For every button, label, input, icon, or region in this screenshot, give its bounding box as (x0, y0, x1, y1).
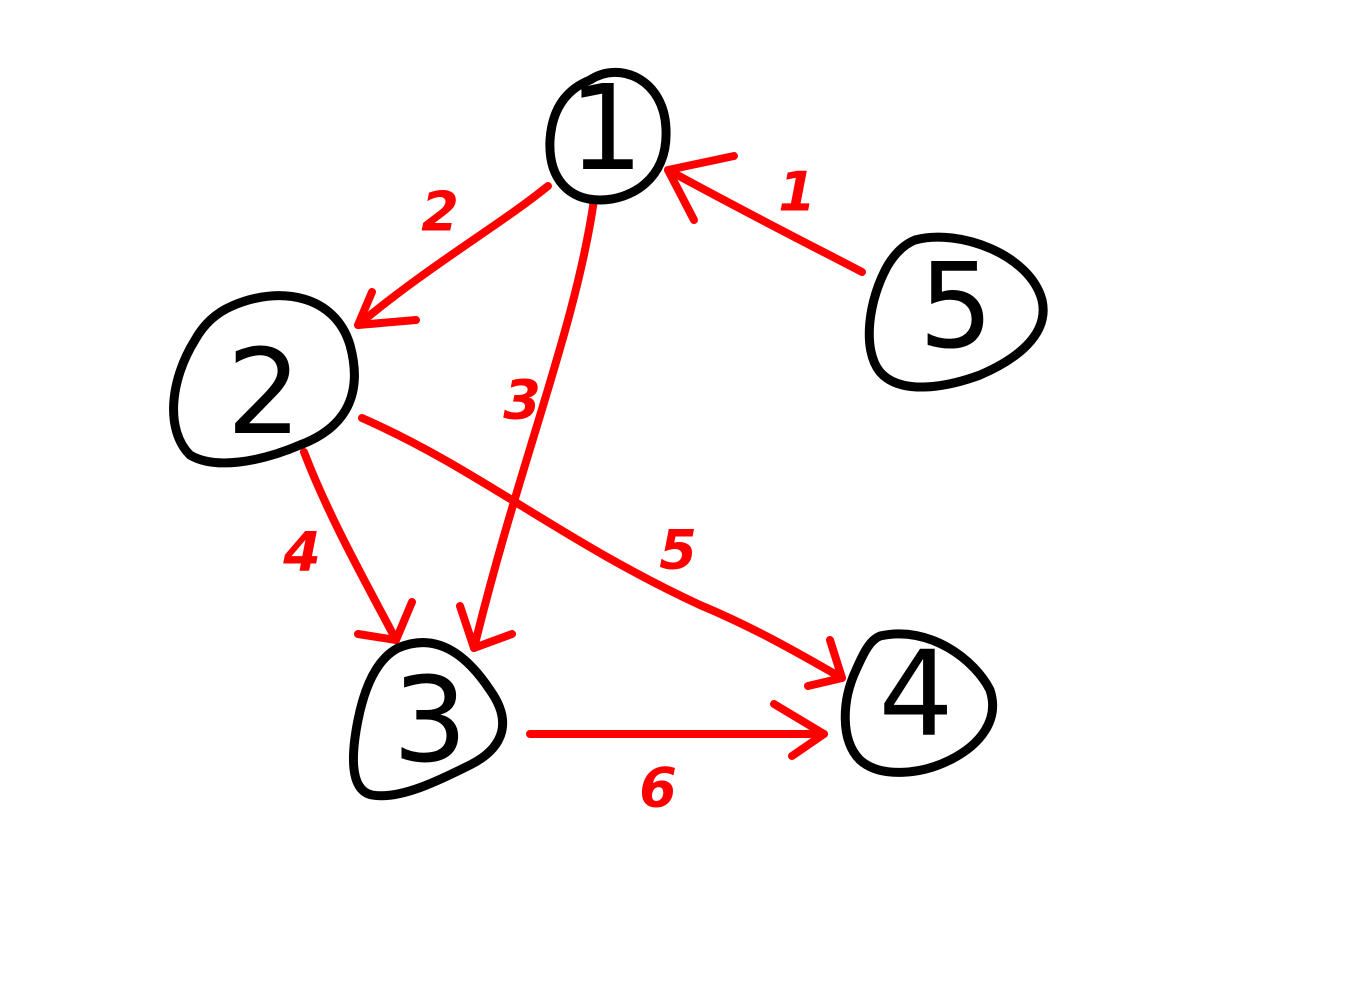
node-outline (864, 232, 1048, 392)
node-label: 3 (392, 651, 467, 789)
arrowhead (354, 288, 420, 329)
node-outline (169, 291, 359, 468)
edge-weight-label: 4 (282, 521, 321, 584)
edge-1-to-3: 3 (456, 196, 598, 652)
edge-line (354, 182, 552, 329)
edge-weight-label: 2 (421, 181, 459, 244)
edge-1-to-2: 2 (354, 181, 552, 329)
edge-weight-label: 1 (778, 161, 816, 224)
node-3: 3 (348, 638, 508, 801)
arrowhead (804, 636, 846, 690)
node-4: 4 (840, 625, 998, 777)
edge-line (470, 196, 598, 652)
node-label: 2 (226, 323, 301, 461)
nodes-layer: 1 2 3 4 5 (169, 59, 1048, 801)
node-outline (545, 67, 671, 205)
arrowhead (354, 598, 416, 644)
node-label: 4 (878, 625, 953, 763)
edge-weight-label: 6 (639, 757, 677, 820)
edge-line (300, 448, 400, 644)
edge-line (664, 166, 866, 276)
node-2: 2 (169, 291, 359, 468)
edge-2-to-3: 4 (282, 448, 416, 644)
arrowhead (664, 152, 738, 224)
edge-3-to-4: 6 (526, 700, 828, 820)
node-outline (348, 638, 508, 801)
node-outline (840, 629, 998, 777)
edge-weight-label: 3 (503, 369, 541, 432)
edges-layer: 1 2 3 4 5 (282, 152, 866, 820)
edge-5-to-1: 1 (664, 152, 866, 276)
arrowhead (456, 602, 516, 652)
node-5: 5 (864, 232, 1048, 392)
node-label: 1 (568, 59, 643, 197)
edge-line (358, 414, 846, 682)
edge-2-to-4: 5 (358, 414, 846, 690)
node-label: 5 (918, 237, 993, 375)
node-1: 1 (545, 59, 671, 205)
arrowhead (770, 700, 828, 760)
edge-weight-label: 5 (659, 519, 697, 582)
